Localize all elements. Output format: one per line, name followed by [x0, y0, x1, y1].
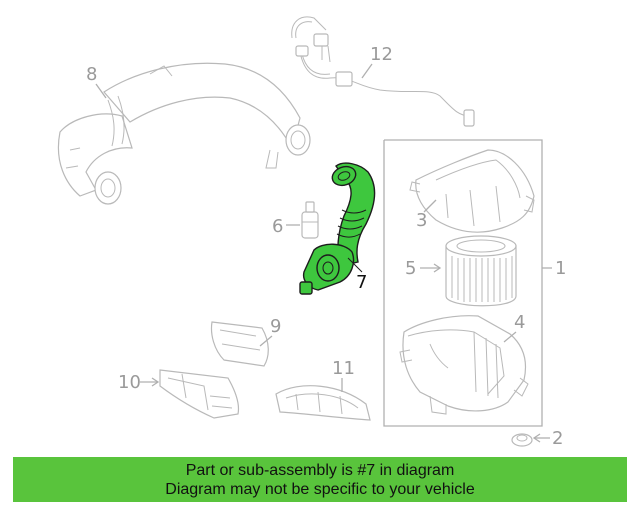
callout-2: 2 — [552, 428, 563, 449]
leader-8 — [95, 83, 107, 99]
callout-11: 11 — [332, 358, 355, 379]
part-8-intake-tube[interactable] — [57, 62, 311, 205]
leader-3 — [423, 199, 437, 213]
banner-line-2: Diagram may not be specific to your vehi… — [165, 480, 475, 498]
leader-12 — [361, 63, 373, 79]
banner-line-1: Part or sub-assembly is #7 in diagram — [185, 461, 455, 479]
bracket-1-air-cleaner-assembly — [383, 139, 552, 427]
part-5-air-filter[interactable] — [445, 235, 517, 307]
part-4-air-cleaner-box[interactable] — [399, 315, 529, 415]
part-3-air-cleaner-cover[interactable] — [409, 149, 535, 233]
part-12-wiring-harness[interactable] — [291, 16, 475, 127]
part-7-air-duct-highlighted[interactable] — [299, 162, 376, 295]
parts-diagram: 8 12 7 6 1 — [57, 16, 566, 449]
callout-9: 9 — [270, 316, 281, 337]
leader-7 — [347, 257, 363, 273]
callout-3: 3 — [416, 210, 427, 231]
part-6-sensor[interactable] — [301, 201, 319, 239]
callout-8: 8 — [86, 64, 97, 85]
callout-1: 1 — [555, 258, 566, 279]
part-10-air-inlet-duct[interactable] — [159, 369, 240, 419]
callout-7: 7 — [356, 272, 367, 293]
callout-5: 5 — [405, 258, 416, 279]
callout-12: 12 — [370, 44, 393, 65]
part-11-air-guide[interactable] — [275, 385, 371, 421]
callout-6: 6 — [272, 216, 283, 237]
leader-4 — [503, 331, 517, 343]
part-2-grommet[interactable] — [511, 433, 533, 447]
info-banner: Part or sub-assembly is #7 in diagram Di… — [13, 457, 627, 502]
callout-4: 4 — [514, 312, 525, 333]
part-9-deflector[interactable] — [210, 321, 269, 367]
leader-9 — [259, 335, 273, 347]
callout-10: 10 — [118, 372, 141, 393]
